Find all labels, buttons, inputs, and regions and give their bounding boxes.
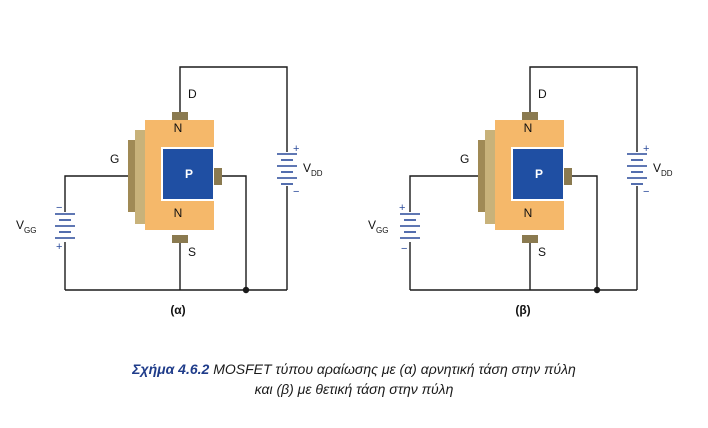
vdd-label-b: VDD [653, 161, 673, 178]
drain-contact-a [172, 112, 188, 120]
drain-contact-b [522, 112, 538, 120]
drain-label-b: D [538, 87, 547, 101]
wire-substrate-b [572, 175, 598, 290]
vdd-sub-a: DD [311, 169, 323, 178]
caption-line1: MOSFET τύπου αραίωσης με (α) αρνητική τά… [209, 361, 576, 377]
vgg-top-sign-b: + [399, 202, 405, 214]
wire-substrate-a [222, 175, 247, 290]
diagram-label-a: (α) [170, 303, 185, 317]
figure-caption: Σχήμα 4.6.2 MOSFET τύπου αραίωσης με (α)… [0, 361, 708, 377]
n-bottom-label-a: N [174, 206, 183, 220]
vgg-label-b: VGG [368, 218, 388, 235]
gate-metal-a [128, 140, 135, 212]
gate-label-a: G [110, 152, 119, 166]
source-label-b: S [538, 245, 546, 259]
junction-dot-a [242, 286, 250, 294]
vdd-battery-a [277, 153, 297, 185]
vdd-plus-a: + [293, 143, 299, 155]
vgg-bottom-sign-b: − [401, 243, 407, 255]
figure-caption-line2: και (β) με θετική τάση στην πύλη [0, 381, 708, 397]
substrate-contact-a [214, 168, 222, 185]
vdd-plus-b: + [643, 143, 649, 155]
gate-label-b: G [460, 152, 469, 166]
n-top-label-b: N [524, 121, 533, 135]
n-top-label-a: N [174, 121, 183, 135]
caption-line2: και (β) με θετική τάση στην πύλη [254, 381, 454, 397]
mosfet-b: N N P [478, 112, 572, 243]
vdd-sub-b: DD [661, 169, 673, 178]
substrate-contact-b [564, 168, 572, 185]
mosfet-a: N N P [128, 112, 222, 243]
diagram-label-b: (β) [515, 303, 530, 317]
diagram-a: N N P D S G + − VDD [16, 66, 323, 317]
n-bottom-label-b: N [524, 206, 533, 220]
diagram-b: N N P D S G + − VDD [368, 66, 673, 317]
p-label-a: P [185, 167, 193, 181]
caption-number: Σχήμα 4.6.2 [132, 361, 210, 377]
p-substrate-b [511, 147, 565, 201]
vgg-main-b: V [368, 218, 376, 232]
vdd-battery-b [627, 153, 647, 185]
vgg-sub-b: GG [376, 226, 388, 235]
p-substrate-a [161, 147, 215, 201]
vgg-top-sign-a: − [56, 202, 62, 214]
vgg-battery-b [400, 213, 420, 239]
wire-drain-b [529, 66, 638, 152]
gate-oxide-a [135, 130, 145, 224]
drain-label-a: D [188, 87, 197, 101]
vdd-minus-a: − [293, 186, 299, 198]
vdd-minus-b: − [643, 186, 649, 198]
source-contact-b [522, 235, 538, 243]
source-contact-a [172, 235, 188, 243]
gate-metal-b [478, 140, 485, 212]
vgg-sub-a: GG [24, 226, 36, 235]
vdd-label-a: VDD [303, 161, 323, 178]
p-label-b: P [535, 167, 543, 181]
wire-gate-a [64, 175, 128, 212]
vdd-main-a: V [303, 161, 311, 175]
vdd-main-b: V [653, 161, 661, 175]
gate-oxide-b [485, 130, 495, 224]
vgg-label-a: VGG [16, 218, 36, 235]
wire-gate-b [409, 175, 478, 212]
source-label-a: S [188, 245, 196, 259]
wire-drain-a [179, 66, 288, 152]
vgg-main-a: V [16, 218, 24, 232]
junction-dot-b [593, 286, 601, 294]
vgg-bottom-sign-a: + [56, 241, 62, 253]
wires-a [64, 66, 288, 291]
vgg-battery-a [55, 213, 75, 239]
